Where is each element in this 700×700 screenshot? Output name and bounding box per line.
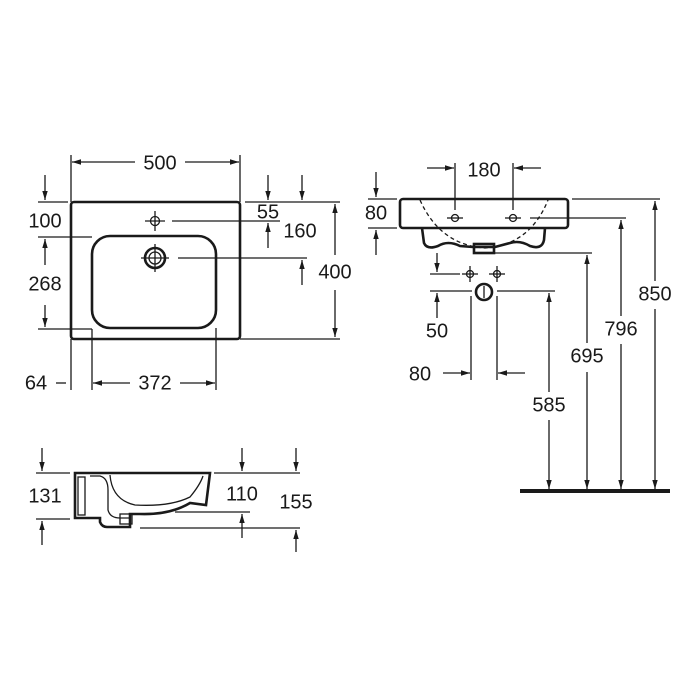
dim-100: 100	[28, 210, 61, 232]
wall-drain-icon	[474, 282, 494, 302]
dim-80-rim: 80	[365, 202, 387, 224]
trap-outlet	[472, 242, 496, 255]
dim-50: 50	[426, 320, 448, 342]
basin-outline	[69, 200, 242, 341]
dim-width-500: 500	[143, 152, 176, 174]
dim-268: 268	[28, 273, 61, 295]
dim-850: 850	[638, 283, 671, 305]
dim-372: 372	[138, 372, 171, 394]
tap-hole-right-icon	[505, 213, 521, 223]
dim-131: 131	[28, 485, 61, 507]
dim-400: 400	[318, 261, 351, 283]
dim-55: 55	[257, 201, 279, 223]
front-view: 180 80 50 80 585 695 796 850	[365, 159, 672, 493]
dim-64: 64	[25, 372, 47, 394]
dim-180: 180	[467, 159, 500, 181]
dim-80-valves: 80	[409, 363, 431, 385]
tap-hole-icon	[145, 211, 165, 231]
top-view: 500 100 268 64 372 55 160 400	[25, 152, 352, 394]
basin-profile	[73, 471, 212, 529]
bowl-outline	[90, 234, 218, 330]
dim-585: 585	[532, 394, 565, 416]
drain-icon	[141, 244, 169, 272]
basin-front-outline	[398, 197, 570, 230]
dim-796: 796	[604, 318, 637, 340]
basin-underside	[420, 227, 547, 249]
valve-left-icon	[462, 266, 478, 282]
dim-695: 695	[570, 345, 603, 367]
dim-155: 155	[279, 491, 312, 513]
side-view: 131 110 155	[28, 448, 313, 552]
valve-right-icon	[489, 266, 505, 282]
tap-hole-left-icon	[447, 213, 463, 223]
dim-110: 110	[226, 483, 258, 505]
dim-160: 160	[283, 220, 316, 242]
